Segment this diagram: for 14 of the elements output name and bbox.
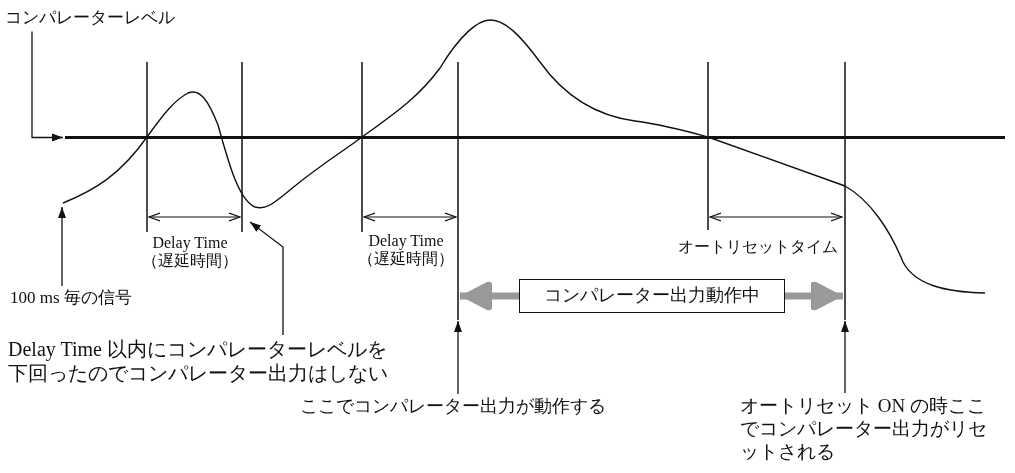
leader-arrow <box>454 320 462 395</box>
status-box: コンパレーター出力動作中 <box>519 279 785 313</box>
leader-arrow <box>58 206 66 287</box>
leader-arrow <box>31 30 64 142</box>
time-label: Delay Time （遅延時間） <box>357 232 455 268</box>
signal-label: 100 ms 毎の信号 <box>10 288 132 309</box>
time-label: オートリセットタイム <box>677 238 838 256</box>
level-label: コンパレーターレベル <box>5 8 175 29</box>
leader-arrow <box>249 221 284 336</box>
note-text: Delay Time 以内にコンパレーターレベルを下回ったのでコンパレーター出力はしない <box>8 337 393 385</box>
time-label: Delay Time （遅延時間） <box>141 234 239 270</box>
note-text: ここでコンパレーター出力が動作する <box>300 396 606 418</box>
leader-arrow <box>841 320 849 394</box>
note-text: オートリセット ON の時ここでコンパレーター出力がリセットされる <box>740 395 995 464</box>
